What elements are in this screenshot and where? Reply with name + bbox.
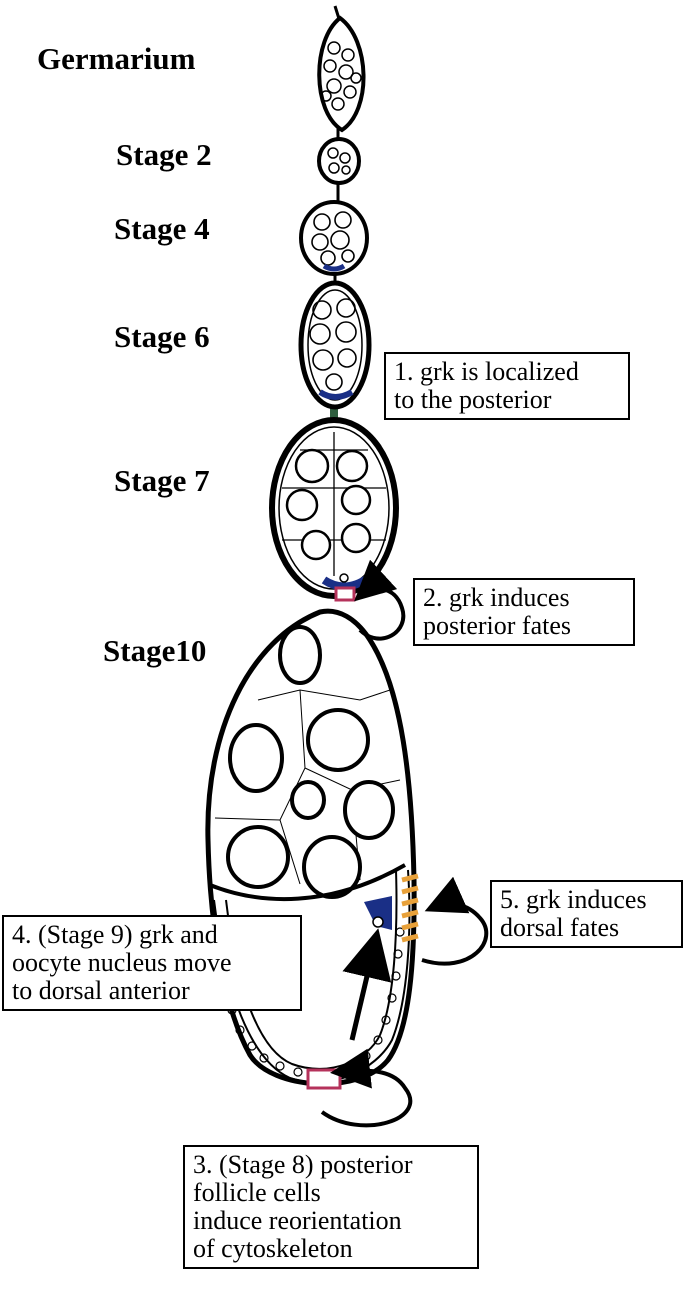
- dorsal-induction-loop: [422, 904, 486, 964]
- germarium-shape: [319, 18, 363, 130]
- note-posterior-fates: 2. grk induces posterior fates: [413, 578, 635, 646]
- stage7-egg-chamber: [272, 420, 396, 600]
- note-line: 3. (Stage 8) posterior: [193, 1151, 469, 1179]
- note-line: oocyte nucleus move: [12, 949, 292, 977]
- note-nucleus-move: 4. (Stage 9) grk and oocyte nucleus move…: [2, 915, 302, 1011]
- note-line: to dorsal anterior: [12, 977, 292, 1005]
- stage4-egg-chamber: [301, 202, 367, 274]
- note-line: posterior fates: [423, 612, 625, 640]
- note-grk-localized: 1. grk is localized to the posterior: [384, 352, 630, 420]
- note-dorsal-fates: 5. grk induces dorsal fates: [490, 880, 683, 948]
- stage6-egg-chamber: [301, 283, 369, 407]
- note-line: follicle cells: [193, 1179, 469, 1207]
- stage2-label: Stage 2: [116, 139, 212, 170]
- stage10-egg-chamber: [208, 611, 418, 1088]
- stage7-label: Stage 7: [114, 465, 210, 496]
- stage4-label: Stage 4: [114, 213, 210, 244]
- note-line: 1. grk is localized: [394, 358, 620, 386]
- note-line: 5. grk induces: [500, 886, 673, 914]
- note-line: 2. grk induces: [423, 584, 625, 612]
- stage2-egg-chamber: [319, 139, 359, 183]
- note-line: dorsal fates: [500, 914, 673, 942]
- note-line: to the posterior: [394, 386, 620, 414]
- stage6-label: Stage 6: [114, 321, 210, 352]
- note-line: induce reorientation: [193, 1207, 469, 1235]
- note-line: of cytoskeleton: [193, 1235, 469, 1263]
- stage10-label: Stage10: [103, 635, 206, 666]
- note-cytoskeleton: 3. (Stage 8) posterior follicle cells in…: [183, 1145, 479, 1269]
- germarium-label: Germarium: [37, 43, 195, 74]
- note-line: 4. (Stage 9) grk and: [12, 921, 292, 949]
